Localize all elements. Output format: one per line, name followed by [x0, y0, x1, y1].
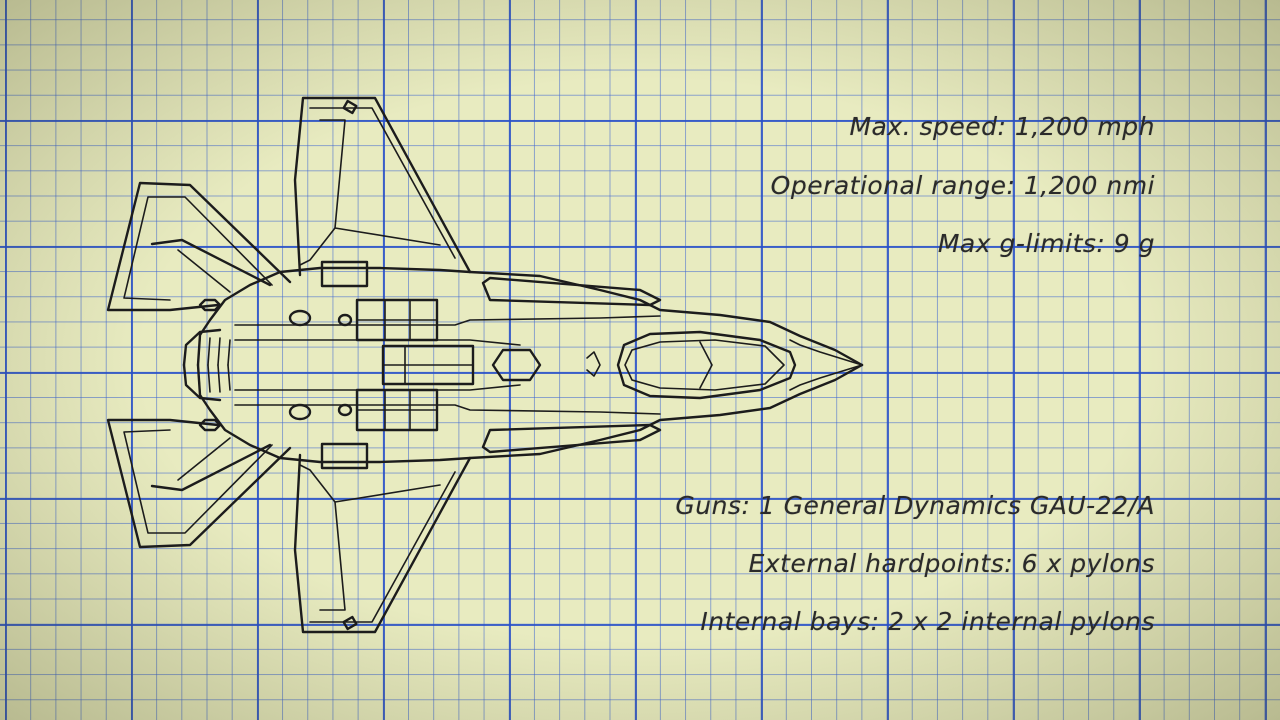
spec-max-speed: Max. speed: 1,200 mph — [849, 112, 1155, 141]
spec-external-hardpoints: External hardpoints: 6 x pylons — [748, 549, 1155, 578]
spec-max-g-limits: Max g-limits: 9 g — [937, 229, 1155, 258]
spec-guns: Guns: 1 General Dynamics GAU-22/A — [675, 491, 1155, 520]
spec-operational-range: Operational range: 1,200 nmi — [770, 171, 1155, 200]
spec-internal-bays: Internal bays: 2 x 2 internal pylons — [700, 607, 1155, 636]
